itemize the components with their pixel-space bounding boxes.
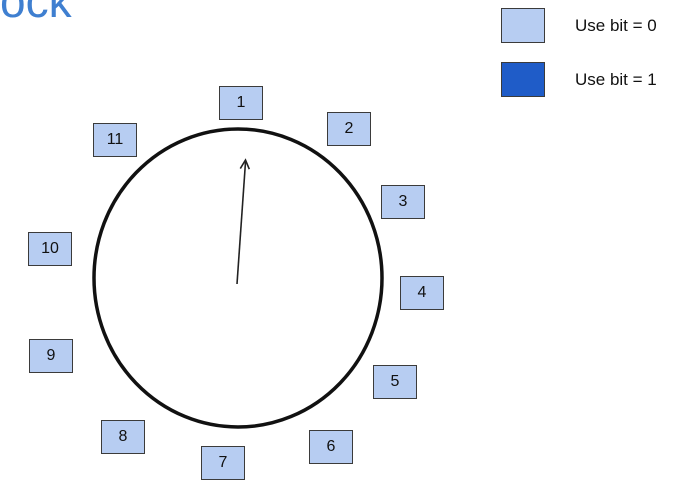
frame-box-1: 1 (219, 86, 263, 120)
clock-hand (236, 158, 251, 285)
frame-box-8: 8 (101, 420, 145, 454)
frame-box-10: 10 (28, 232, 72, 266)
legend-swatch-use-bit-1 (501, 62, 545, 97)
frame-box-9: 9 (29, 339, 73, 373)
legend-swatch-use-bit-0 (501, 8, 545, 43)
frame-box-7: 7 (201, 446, 245, 480)
frame-box-3: 3 (381, 185, 425, 219)
slide-title: ock (0, 0, 72, 27)
frame-box-2: 2 (327, 112, 371, 146)
frame-box-11: 11 (93, 123, 137, 157)
legend-label-use-bit-1: Use bit = 1 (575, 70, 657, 89)
frame-box-4: 4 (400, 276, 444, 310)
legend-label-use-bit-0: Use bit = 0 (575, 16, 657, 35)
clock-circle (92, 127, 384, 429)
frame-box-5: 5 (373, 365, 417, 399)
frame-box-6: 6 (309, 430, 353, 464)
